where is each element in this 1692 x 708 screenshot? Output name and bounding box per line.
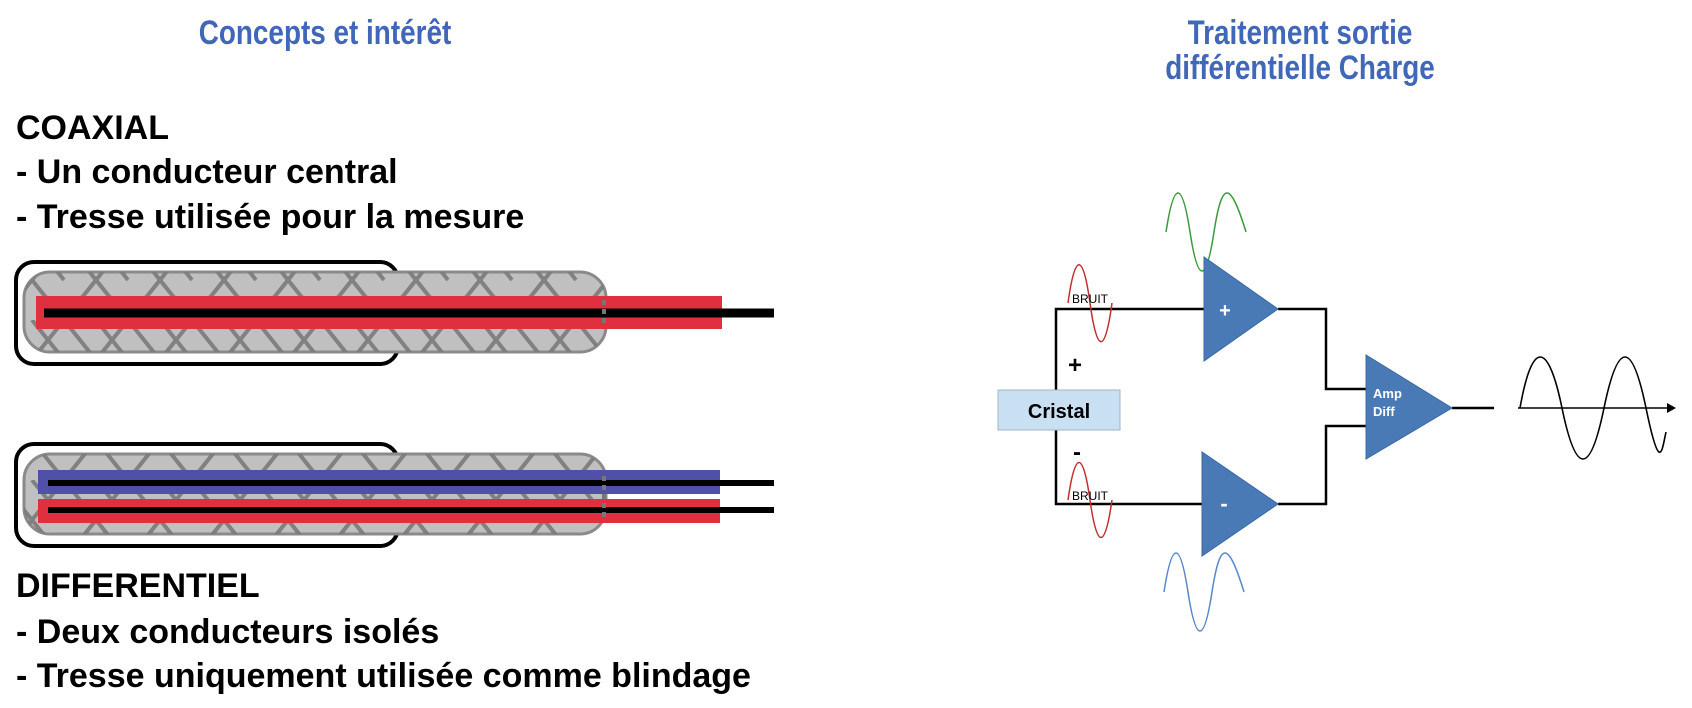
amplifier-top-sign: + [1219,300,1231,322]
right-title-line-2: différentielle Charge [1165,49,1435,87]
noise-wave-top [1067,264,1113,343]
coaxial-cable-illustration [14,260,774,366]
coaxial-heading: COAXIAL [16,109,169,147]
output-axis-arrow [1667,403,1676,413]
cristal-plus-terminal: + [1068,352,1082,379]
differentiel-line-2: - Tresse uniquement utilisée comme blind… [16,657,751,695]
cristal-box [997,389,1121,431]
differentiel-line-1: - Deux conducteurs isolés [16,613,440,651]
wire-top-to-diff [1278,307,1372,391]
charge-amplifier-diagram: Cristal + - BRUIT BRUIT + - Amp Diff [997,192,1676,632]
noise-label-bottom: BRUIT [1072,489,1109,503]
differentiel-heading: DIFFERENTIEL [16,567,260,605]
noise-label-top: BRUIT [1072,292,1109,306]
coaxial-line-2: - Tresse utilisée pour la mesure [16,198,525,236]
cristal-label: Cristal [1028,401,1090,423]
left-section-title: Concepts et intérêt [198,14,452,52]
signal-wave-bottom-blue [1163,552,1245,632]
noise-wave-bottom [1067,462,1113,538]
coaxial-line-1: - Un conducteur central [16,153,398,191]
amplifier-bottom [1201,451,1279,557]
amplifier-top [1203,256,1279,362]
amplifier-differential [1365,354,1453,460]
cristal-minus-terminal: - [1073,439,1081,466]
amplifier-bottom-sign: - [1220,491,1227,516]
wire-top-input [1054,307,1212,400]
wire-bottom-to-diff [1278,424,1372,506]
right-section-title: Traitement sortie différentielle Charge [1054,16,1546,86]
right-title-line-1: Traitement sortie [1187,14,1413,52]
output-signal-wave [1519,356,1667,460]
amp-diff-label-line-1: Amp [1373,386,1402,401]
signal-wave-top-green [1165,192,1247,272]
wire-bottom-input [1054,428,1212,506]
differential-cable-illustration [14,442,774,548]
amp-diff-label-line-2: Diff [1373,404,1395,419]
